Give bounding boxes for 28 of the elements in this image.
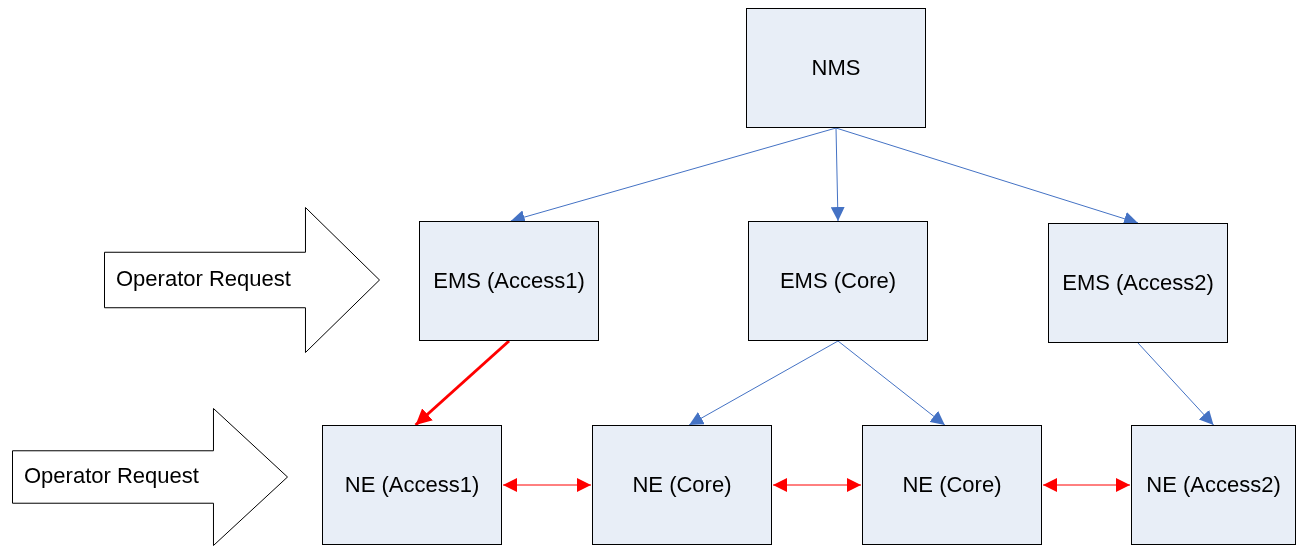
process-box — [1131, 425, 1296, 545]
arrow — [837, 340, 946, 426]
arrow — [1042, 478, 1131, 492]
arrow — [830, 127, 845, 222]
box-label: EMS (Access2) — [1062, 268, 1214, 297]
process-box — [862, 425, 1042, 545]
process-box — [1048, 223, 1228, 343]
arrow-label: Operator Request — [116, 268, 291, 290]
process-box — [592, 425, 772, 545]
box-label: NE (Access1) — [344, 470, 480, 499]
box-label: NE (Core) — [632, 470, 732, 499]
box-label: EMS (Access1) — [433, 266, 585, 295]
arrow — [688, 340, 839, 426]
arrow — [1137, 342, 1214, 426]
arrow — [772, 478, 862, 492]
arrow — [502, 478, 592, 492]
process-box — [746, 8, 926, 128]
process-box — [419, 221, 599, 341]
block-arrow — [12, 408, 288, 546]
process-box — [748, 221, 928, 341]
box-label: NMS — [811, 53, 861, 82]
block-arrow — [104, 207, 380, 353]
process-box — [322, 425, 502, 545]
box-label: NE (Access2) — [1146, 470, 1281, 499]
arrow — [414, 339, 510, 427]
box-label: EMS (Core) — [779, 266, 897, 295]
box-label: NE (Core) — [902, 470, 1002, 499]
arrow-label: Operator Request — [24, 465, 199, 487]
